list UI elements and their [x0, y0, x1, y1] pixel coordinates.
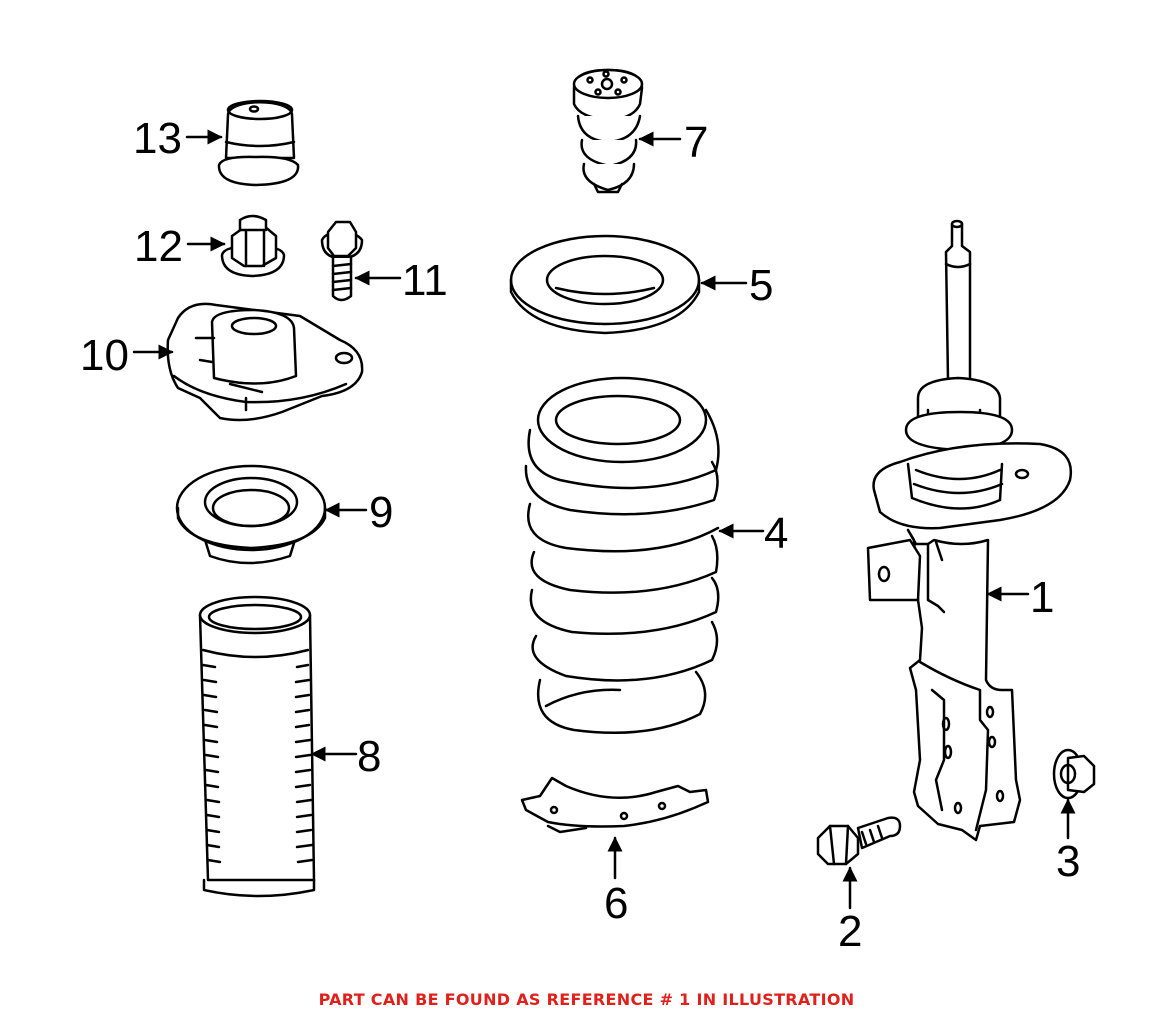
- callout-1: 1: [1030, 573, 1054, 622]
- callout-13: 13: [133, 114, 182, 163]
- part-7-bump-stop: [572, 68, 644, 194]
- part-11-bolt: [320, 220, 364, 302]
- callout-4: 4: [764, 509, 788, 558]
- part-3-flange-nut: [1052, 748, 1096, 800]
- part-6-lower-spring-pad: [520, 776, 710, 834]
- callout-5: 5: [749, 261, 773, 310]
- callout-11: 11: [402, 256, 448, 305]
- part-8-dust-boot: [198, 595, 316, 898]
- part-4-coil-spring: [524, 376, 720, 734]
- callout-8: 8: [357, 732, 381, 781]
- part-1-strut-assembly: [866, 219, 1073, 842]
- part-13-bump-cap: [217, 99, 300, 187]
- callout-2: 2: [838, 907, 862, 956]
- part-12-nut: [220, 214, 286, 278]
- leader-arrows: [132, 129, 1076, 910]
- callout-9: 9: [369, 488, 393, 537]
- callout-6: 6: [604, 879, 628, 928]
- part-2-bolt: [816, 816, 902, 866]
- callout-7: 7: [684, 118, 708, 167]
- part-5-spring-pad: [509, 234, 701, 335]
- callout-3: 3: [1056, 837, 1080, 886]
- part-10-strut-mount: [166, 302, 364, 422]
- callout-labels: 13 12 11 10 9 8 7 5 4 6 1 2 3: [80, 114, 1080, 956]
- part-9-spring-seat: [175, 464, 327, 565]
- callout-10: 10: [80, 331, 129, 380]
- reference-note: PART CAN BE FOUND AS REFERENCE # 1 IN IL…: [318, 990, 855, 1009]
- callout-12: 12: [134, 222, 183, 271]
